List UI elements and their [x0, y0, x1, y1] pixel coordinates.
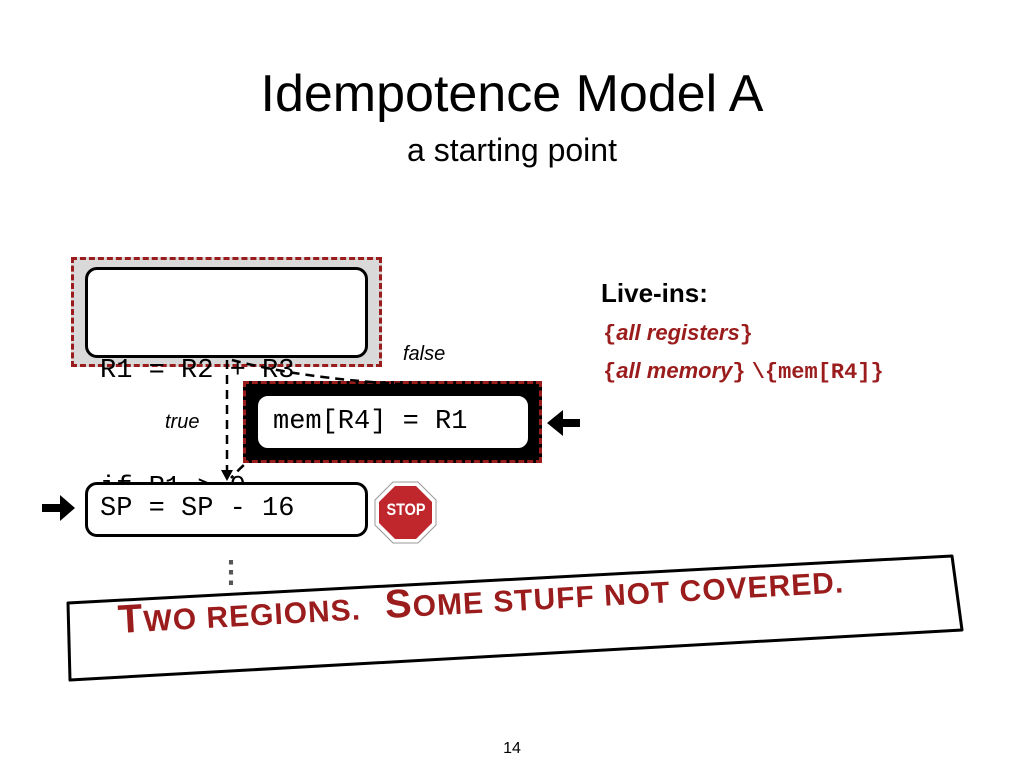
live-ins-memory-text: all memory: [616, 358, 733, 383]
code-block-2: mem[R4] = R1: [258, 396, 528, 448]
slide-subtitle: a starting point: [407, 132, 617, 168]
banner-part2-cap: S: [383, 581, 414, 628]
live-ins-set-registers: {all registers}: [603, 320, 753, 347]
false-label: false: [403, 343, 446, 365]
false-edge: [231, 358, 401, 386]
live-ins-excluded-text: mem[R4]: [778, 360, 871, 385]
banner-part1-cap: T: [116, 596, 145, 642]
code-block-1: R1 = R2 + R3 if R1 > 0: [85, 267, 368, 503]
ellipsis-icon: ⋮: [216, 556, 246, 589]
code-block-1-line-1: R1 = R2 + R3: [100, 356, 295, 386]
stop-sign-icon: [374, 481, 437, 544]
right-arrow-icon: [42, 495, 75, 521]
page-number: 14: [503, 740, 521, 757]
true-label: true: [165, 411, 200, 433]
code-block-3: SP = SP - 16: [85, 482, 368, 537]
left-arrow-icon: [547, 410, 580, 436]
true-edge-arrowhead: [221, 470, 233, 481]
slide-title: Idempotence Model A: [260, 65, 764, 123]
fallthrough-edge: [230, 454, 256, 479]
live-ins-set-memory: {all memory} \{mem[R4]}: [603, 358, 884, 385]
live-ins-heading: Live-ins:: [601, 278, 708, 308]
set-minus-symbol: \: [751, 360, 765, 385]
live-ins-registers-text: all registers: [616, 320, 740, 345]
stop-sign-text: STOP: [386, 500, 426, 519]
